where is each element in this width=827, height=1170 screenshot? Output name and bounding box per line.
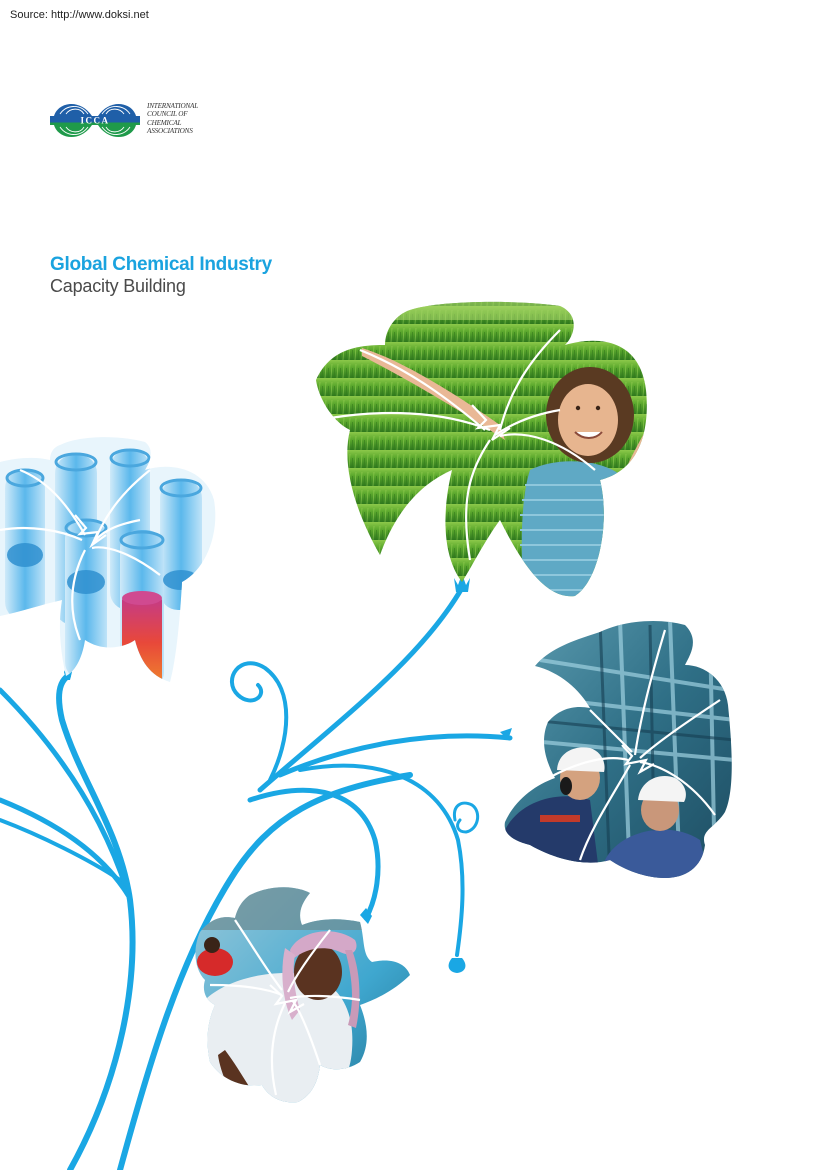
flower-industrial-workers (504, 620, 732, 878)
vine-stems (0, 585, 513, 1170)
page-subtitle: Capacity Building (50, 276, 186, 296)
flower-rice-field-child (316, 301, 647, 597)
flower-textile-worker (195, 887, 410, 1103)
logo-acronym: ICCA (80, 115, 109, 125)
logo-line: Council of (147, 110, 188, 119)
icca-logo: ICCA International Council of Chemical A… (50, 96, 200, 146)
logo-line: Chemical (147, 118, 182, 127)
flower-test-tubes (0, 437, 216, 682)
title-block: Global Chemical Industry Capacity Buildi… (50, 254, 272, 297)
logo-line: Associations (147, 127, 193, 136)
logo-text: International Council of Chemical Associ… (147, 102, 198, 136)
icca-logo-mark-icon: ICCA (50, 103, 140, 138)
logo-line: International (147, 102, 199, 110)
source-note: Source: http://www.doksi.net (10, 9, 149, 21)
page-title: Global Chemical Industry (50, 254, 272, 275)
